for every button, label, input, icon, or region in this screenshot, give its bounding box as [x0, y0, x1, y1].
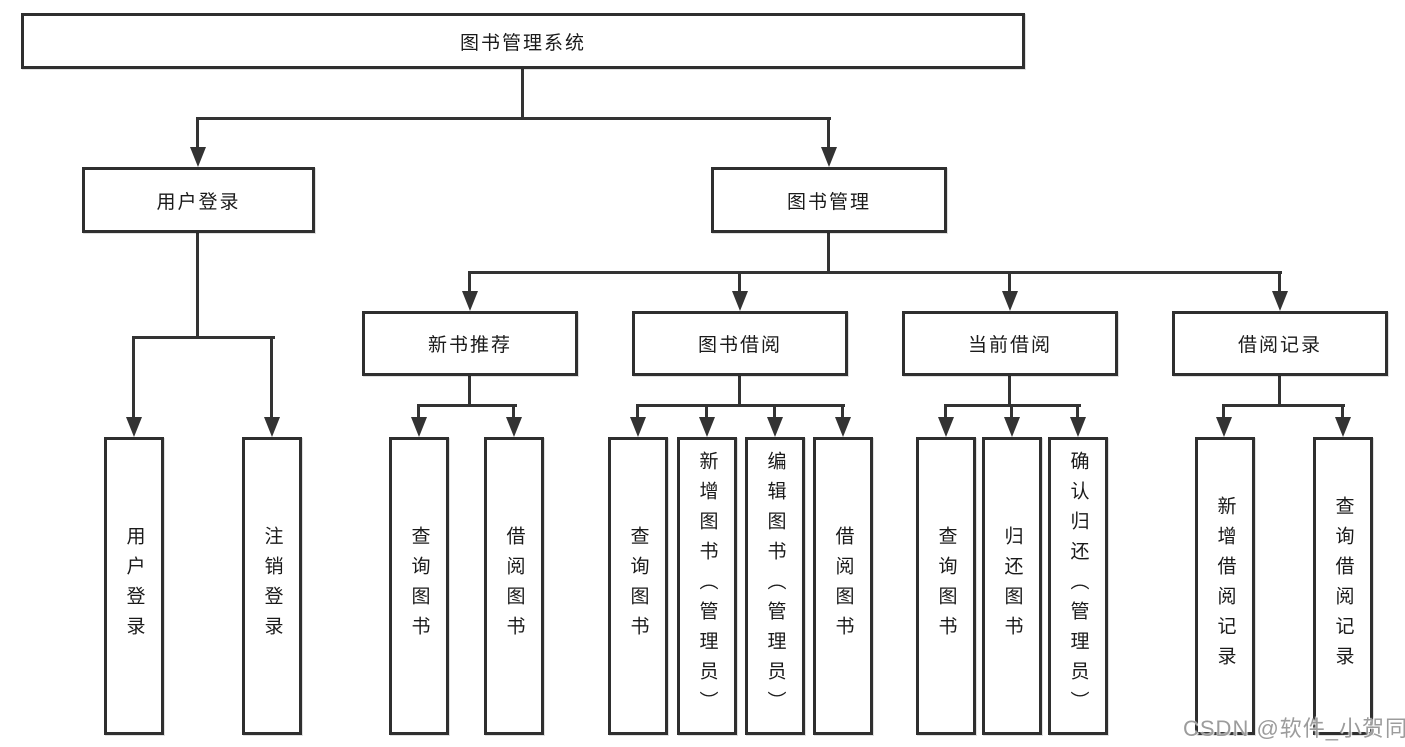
arrowhead-down: [190, 147, 206, 167]
leaf-current-confirm-return-admin: 确认归还（管理员）: [1048, 437, 1108, 735]
arrowhead-down: [1335, 417, 1351, 437]
connector-line: [738, 374, 741, 407]
connector-line: [196, 230, 199, 338]
arrowhead-down: [821, 147, 837, 167]
arrowhead-down: [1002, 291, 1018, 311]
node-book-management: 图书管理: [711, 167, 947, 233]
arrowhead-down: [411, 417, 427, 437]
connector-line: [1278, 374, 1281, 407]
leaf-borrowing-borrow-books: 借阅图书: [813, 437, 873, 735]
leaf-records-add-record: 新增借阅记录: [1195, 437, 1255, 735]
leaf-borrowing-query-books: 查询图书: [608, 437, 668, 735]
watermark-text: CSDN @软件_小贺同学: [1183, 716, 1405, 741]
leaf-recommend-query-books: 查询图书: [389, 437, 449, 735]
arrowhead-down: [1070, 417, 1086, 437]
connector-line: [196, 117, 831, 120]
connector-line: [827, 117, 830, 151]
leaf-current-query-books: 查询图书: [916, 437, 976, 735]
arrowhead-down: [126, 417, 142, 437]
leaf-records-query-record: 查询借阅记录: [1313, 437, 1373, 735]
leaf-user-login: 用户登录: [104, 437, 164, 735]
connector-line: [827, 230, 830, 274]
arrowhead-down: [506, 417, 522, 437]
connector-line: [1222, 404, 1345, 407]
node-user-login: 用户登录: [82, 167, 315, 233]
node-new-book-recommend: 新书推荐: [362, 311, 578, 376]
connector-line: [944, 404, 947, 421]
leaf-recommend-borrow-books: 借阅图书: [484, 437, 544, 735]
connector-line: [1008, 374, 1011, 407]
connector-line: [773, 404, 776, 421]
connector-line: [1008, 271, 1011, 295]
node-current-borrowing: 当前借阅: [902, 311, 1118, 376]
connector-line: [196, 117, 199, 151]
node-library-system: 图书管理系统: [21, 13, 1025, 69]
leaf-current-return-books: 归还图书: [982, 437, 1042, 735]
connector-line: [132, 336, 135, 420]
connector-line: [1341, 404, 1344, 421]
connector-line: [512, 404, 515, 421]
connector-line: [1222, 404, 1225, 421]
connector-line: [738, 271, 741, 295]
arrowhead-down: [630, 417, 646, 437]
leaf-logout: 注销登录: [242, 437, 302, 735]
connector-line: [705, 404, 708, 421]
connector-line: [636, 404, 639, 421]
arrowhead-down: [264, 417, 280, 437]
connector-line: [417, 404, 517, 407]
connector-line: [636, 404, 845, 407]
arrowhead-down: [699, 417, 715, 437]
arrowhead-down: [1216, 417, 1232, 437]
arrowhead-down: [1272, 291, 1288, 311]
connector-line: [841, 404, 844, 421]
arrowhead-down: [767, 417, 783, 437]
arrowhead-down: [938, 417, 954, 437]
arrowhead-down: [1004, 417, 1020, 437]
node-borrowing-records: 借阅记录: [1172, 311, 1388, 376]
connector-line: [1076, 404, 1079, 421]
connector-line: [521, 66, 524, 118]
leaf-borrowing-add-books-admin: 新增图书（管理员）: [677, 437, 737, 735]
leaf-borrowing-edit-books-admin: 编辑图书（管理员）: [745, 437, 805, 735]
arrowhead-down: [732, 291, 748, 311]
node-book-borrowing: 图书借阅: [632, 311, 848, 376]
connector-line: [468, 271, 471, 295]
connector-line: [468, 271, 1282, 274]
arrowhead-down: [835, 417, 851, 437]
connector-line: [417, 404, 420, 421]
connector-line: [468, 374, 471, 407]
connector-line: [1278, 271, 1281, 295]
arrowhead-down: [462, 291, 478, 311]
connector-line: [270, 336, 273, 420]
connector-line: [132, 336, 275, 339]
connector-line: [1010, 404, 1013, 421]
